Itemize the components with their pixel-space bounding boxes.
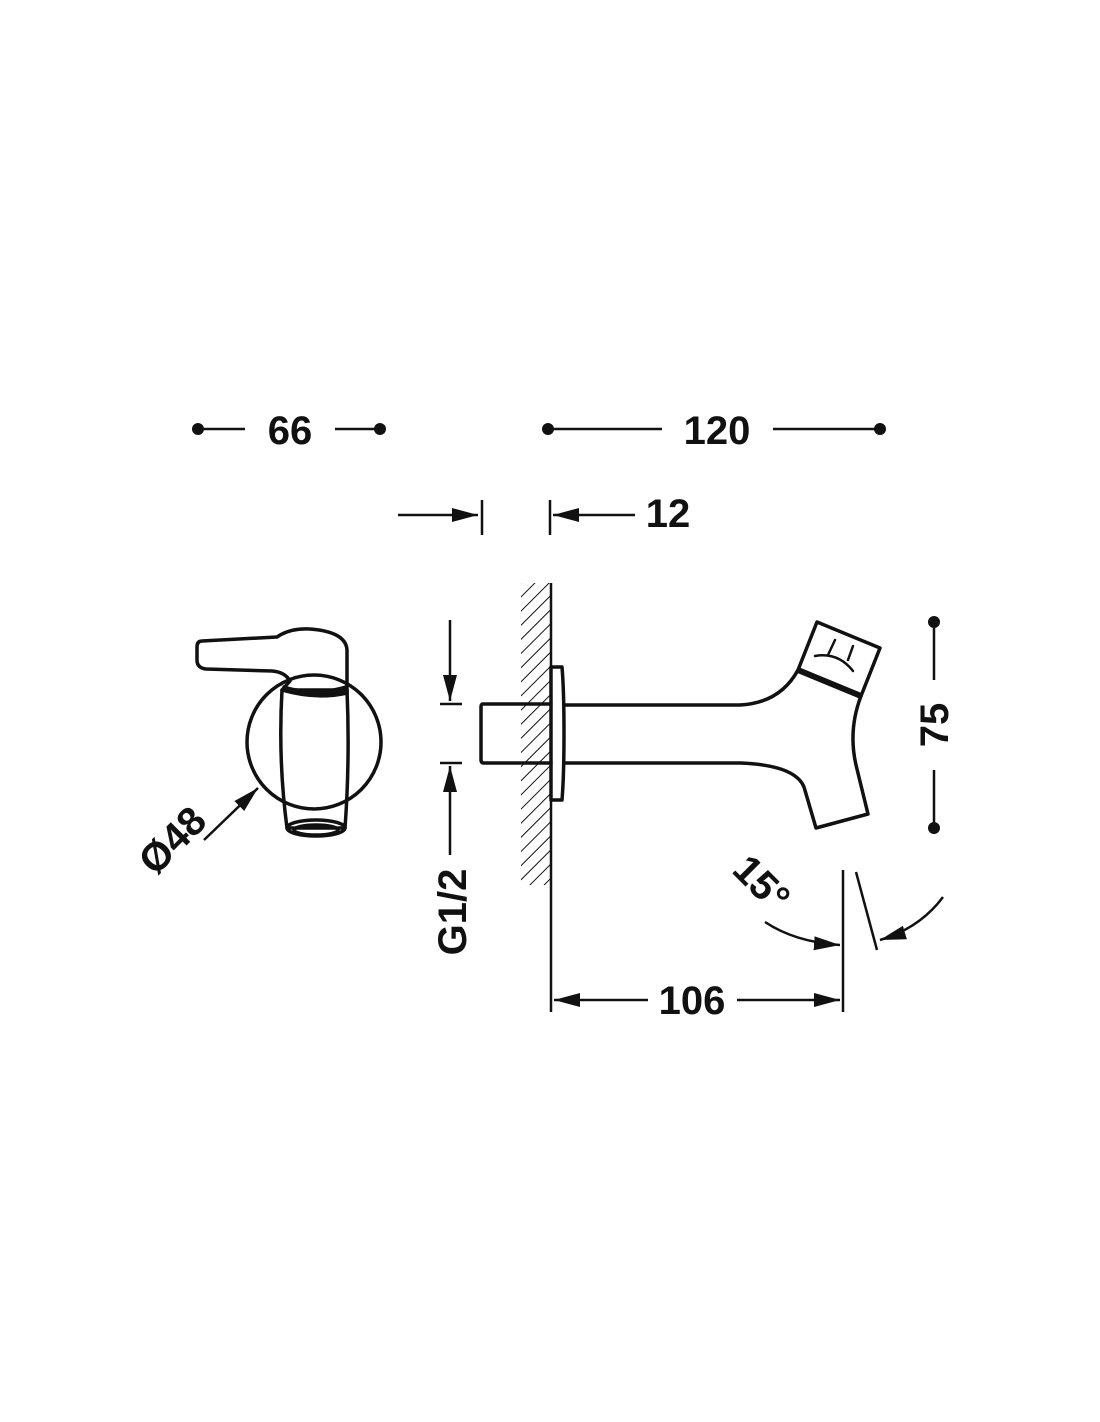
threaded-connector [479, 702, 553, 765]
escutcheon-plate [549, 665, 566, 802]
dim-12-label: 12 [646, 492, 691, 536]
dim-120-label: 120 [684, 409, 751, 453]
dim-66-label: 66 [268, 409, 313, 453]
dim-15-label: 15° [724, 847, 798, 921]
dimension-spout-reach: 106 [554, 979, 840, 1023]
dim-48-label: Ø48 [131, 799, 216, 884]
dimension-plate-offset: 12 [398, 492, 690, 536]
dimension-spout-height: 75 [913, 616, 957, 834]
dimension-spout-angle: 15° [724, 847, 945, 1012]
dimension-thread: G1/2 [431, 620, 475, 955]
spout-side-view [562, 620, 882, 830]
dimension-side-width: 66 [192, 409, 386, 453]
dim-g12-label: G1/2 [431, 869, 475, 956]
dim-75-label: 75 [913, 703, 957, 748]
dimension-flange-diameter: Ø48 [131, 787, 259, 884]
dim-106-label: 106 [659, 979, 726, 1023]
wall-section [521, 583, 553, 1012]
tap-front-view [195, 627, 383, 838]
dimension-overall-length: 120 [542, 409, 886, 453]
